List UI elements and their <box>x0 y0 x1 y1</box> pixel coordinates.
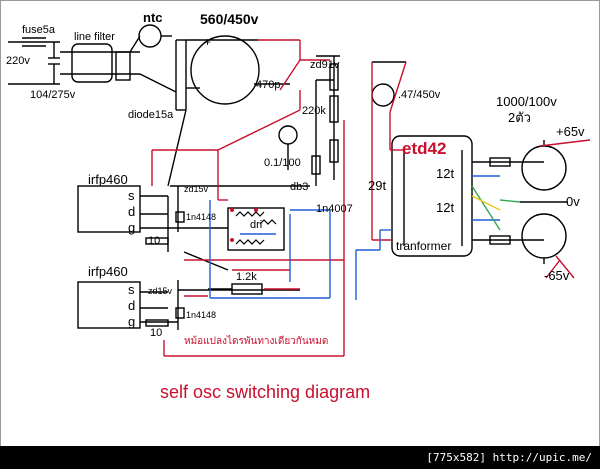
label-pin-d-top: d <box>128 204 135 219</box>
label-winding-12t-b: 12t <box>436 200 454 215</box>
label-pin-g-top: g <box>128 220 135 235</box>
label-line-filter: line filter <box>74 31 115 43</box>
red-wiring <box>151 39 591 357</box>
label-gate-r-bottom: 10 <box>150 327 162 339</box>
label-thai-note: หม้อแปลงไดรพันทางเดียวกันหมด <box>184 335 328 347</box>
label-cap-047: .47/450v <box>398 89 441 101</box>
label-gate-r-top: 10 <box>148 235 160 247</box>
label-1n4148-bottom: 1n4148 <box>186 310 216 320</box>
label-zero-v: 0v <box>566 194 580 209</box>
label-fet-bottom: irfp460 <box>88 264 128 279</box>
label-pin-g-bottom: g <box>128 314 135 329</box>
label-out-cap-qty: 2ตัว <box>508 110 531 125</box>
label-pin-d-bottom: d <box>128 298 135 313</box>
label-1n4007: 1n4007 <box>316 203 353 215</box>
diagram-title: self osc switching diagram <box>160 382 370 402</box>
label-cap-01: 0.1/100 <box>264 157 301 169</box>
label-etd: etd42 <box>402 139 446 158</box>
label-winding-12t-a: 12t <box>436 166 454 181</box>
label-transformer: tranformer <box>396 239 451 253</box>
dri-dots <box>230 208 258 242</box>
label-db3: db3 <box>290 181 308 193</box>
label-cap-470p: 470p <box>256 79 280 91</box>
label-cap-plus: + <box>204 35 211 49</box>
green-yellow-wiring <box>471 185 521 231</box>
blue-wiring <box>209 175 500 300</box>
label-main-cap: 560/450v <box>200 11 259 27</box>
label-ntc: ntc <box>143 10 163 25</box>
watermark-text: [775x582] http://upic.me/ <box>426 451 592 464</box>
label-zd15-bottom: zd15v <box>148 286 173 296</box>
label-res-12k: 1.2k <box>236 271 257 283</box>
label-out-cap: 1000/100v <box>496 94 557 109</box>
dri-windings <box>235 211 277 245</box>
label-minus65: -65v <box>544 268 570 283</box>
label-pin-s-bottom: s <box>128 282 135 297</box>
label-x-cap: 104/275v <box>30 89 76 101</box>
label-diode: diode15a <box>128 109 174 121</box>
label-dri: dri <box>250 219 262 231</box>
label-zener-91: zd91v <box>310 59 340 71</box>
label-zd15-top: zd15v <box>184 184 209 194</box>
label-winding-29t: 29t <box>368 178 386 193</box>
label-res-220k: 220k <box>302 105 326 117</box>
label-fet-top: irfp460 <box>88 172 128 187</box>
watermark-bar: [775x582] http://upic.me/ <box>0 446 600 469</box>
label-1n4148-top: 1n4148 <box>186 212 216 222</box>
label-line-voltage: 220v <box>6 55 30 67</box>
component-labels: fuse5a 220v line filter ntc 560/450v + 1… <box>6 10 585 347</box>
label-fuse: fuse5a <box>22 24 56 36</box>
label-plus65: +65v <box>556 124 585 139</box>
label-pin-s-top: s <box>128 188 135 203</box>
